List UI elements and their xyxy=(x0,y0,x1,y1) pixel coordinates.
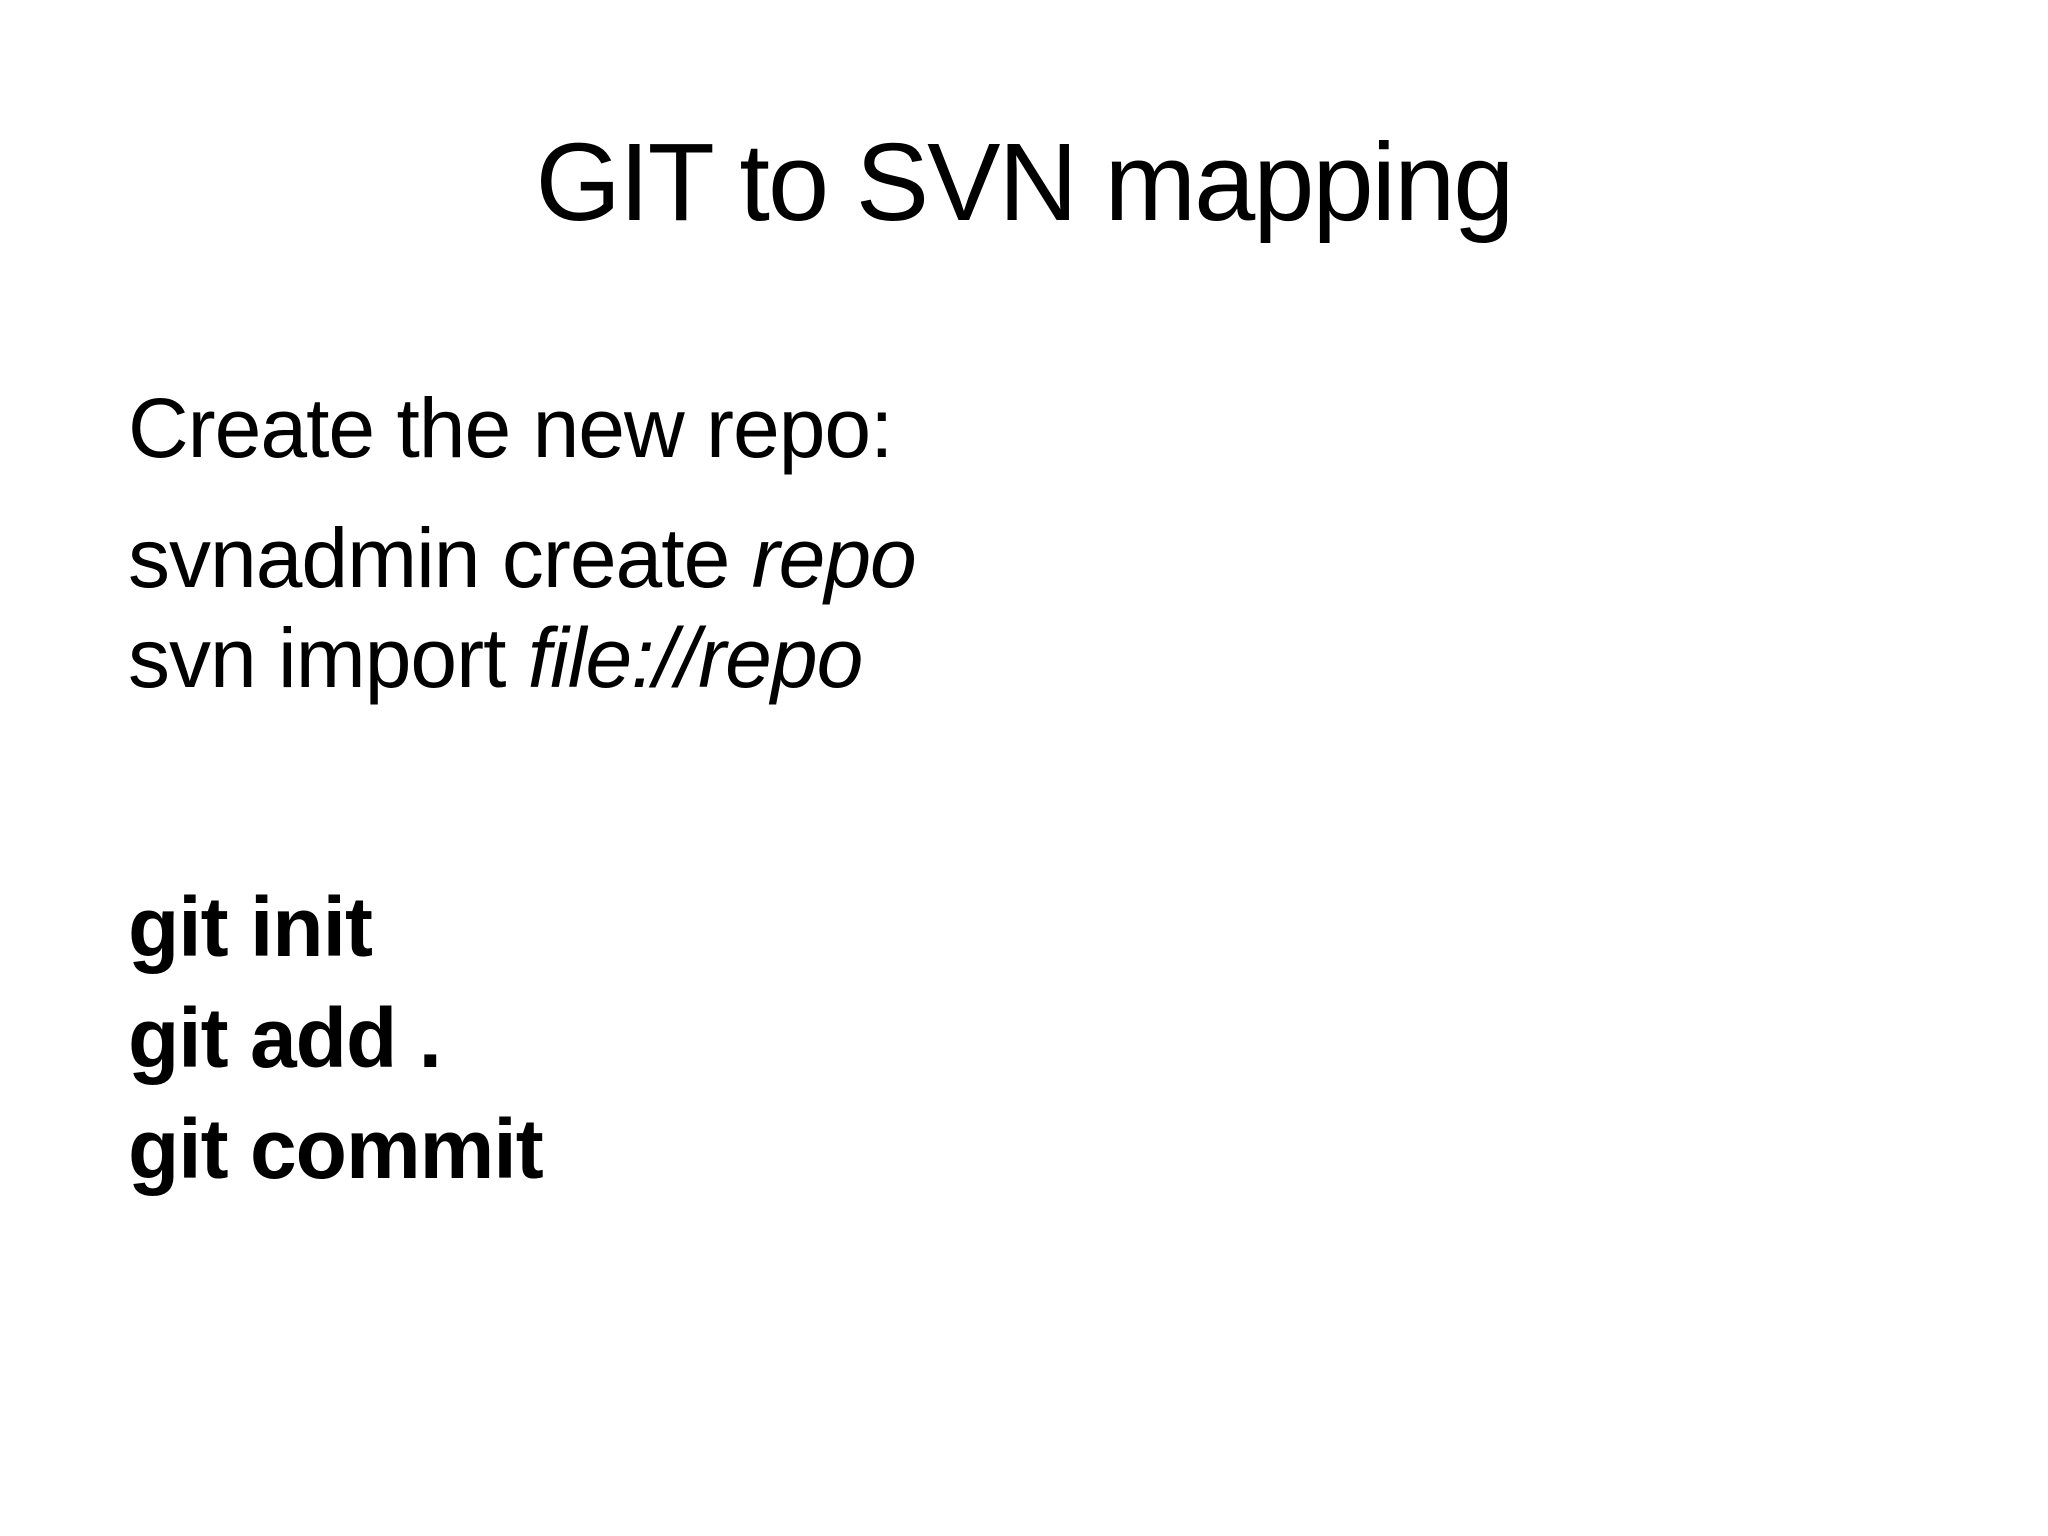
command-text: svnadmin create xyxy=(128,511,752,605)
intro-text: Create the new repo: xyxy=(128,381,893,475)
git-command-line: git add . xyxy=(128,991,442,1085)
git-command-line: git commit xyxy=(128,1102,544,1196)
command-text: svn import xyxy=(128,611,528,705)
slide-title: GIT to SVN mapping xyxy=(535,121,1515,244)
git-command-block: git init git add . git commit xyxy=(128,872,1988,1205)
svn-command-line: svn import file://repo xyxy=(128,608,1988,708)
git-command-line: git init xyxy=(128,880,373,974)
svn-command-line: svnadmin create repo xyxy=(128,508,1988,608)
svn-command-block: svnadmin create repo svn import file://r… xyxy=(128,508,1988,708)
command-arg-italic: file://repo xyxy=(527,611,864,705)
command-arg-italic: repo xyxy=(751,511,917,605)
